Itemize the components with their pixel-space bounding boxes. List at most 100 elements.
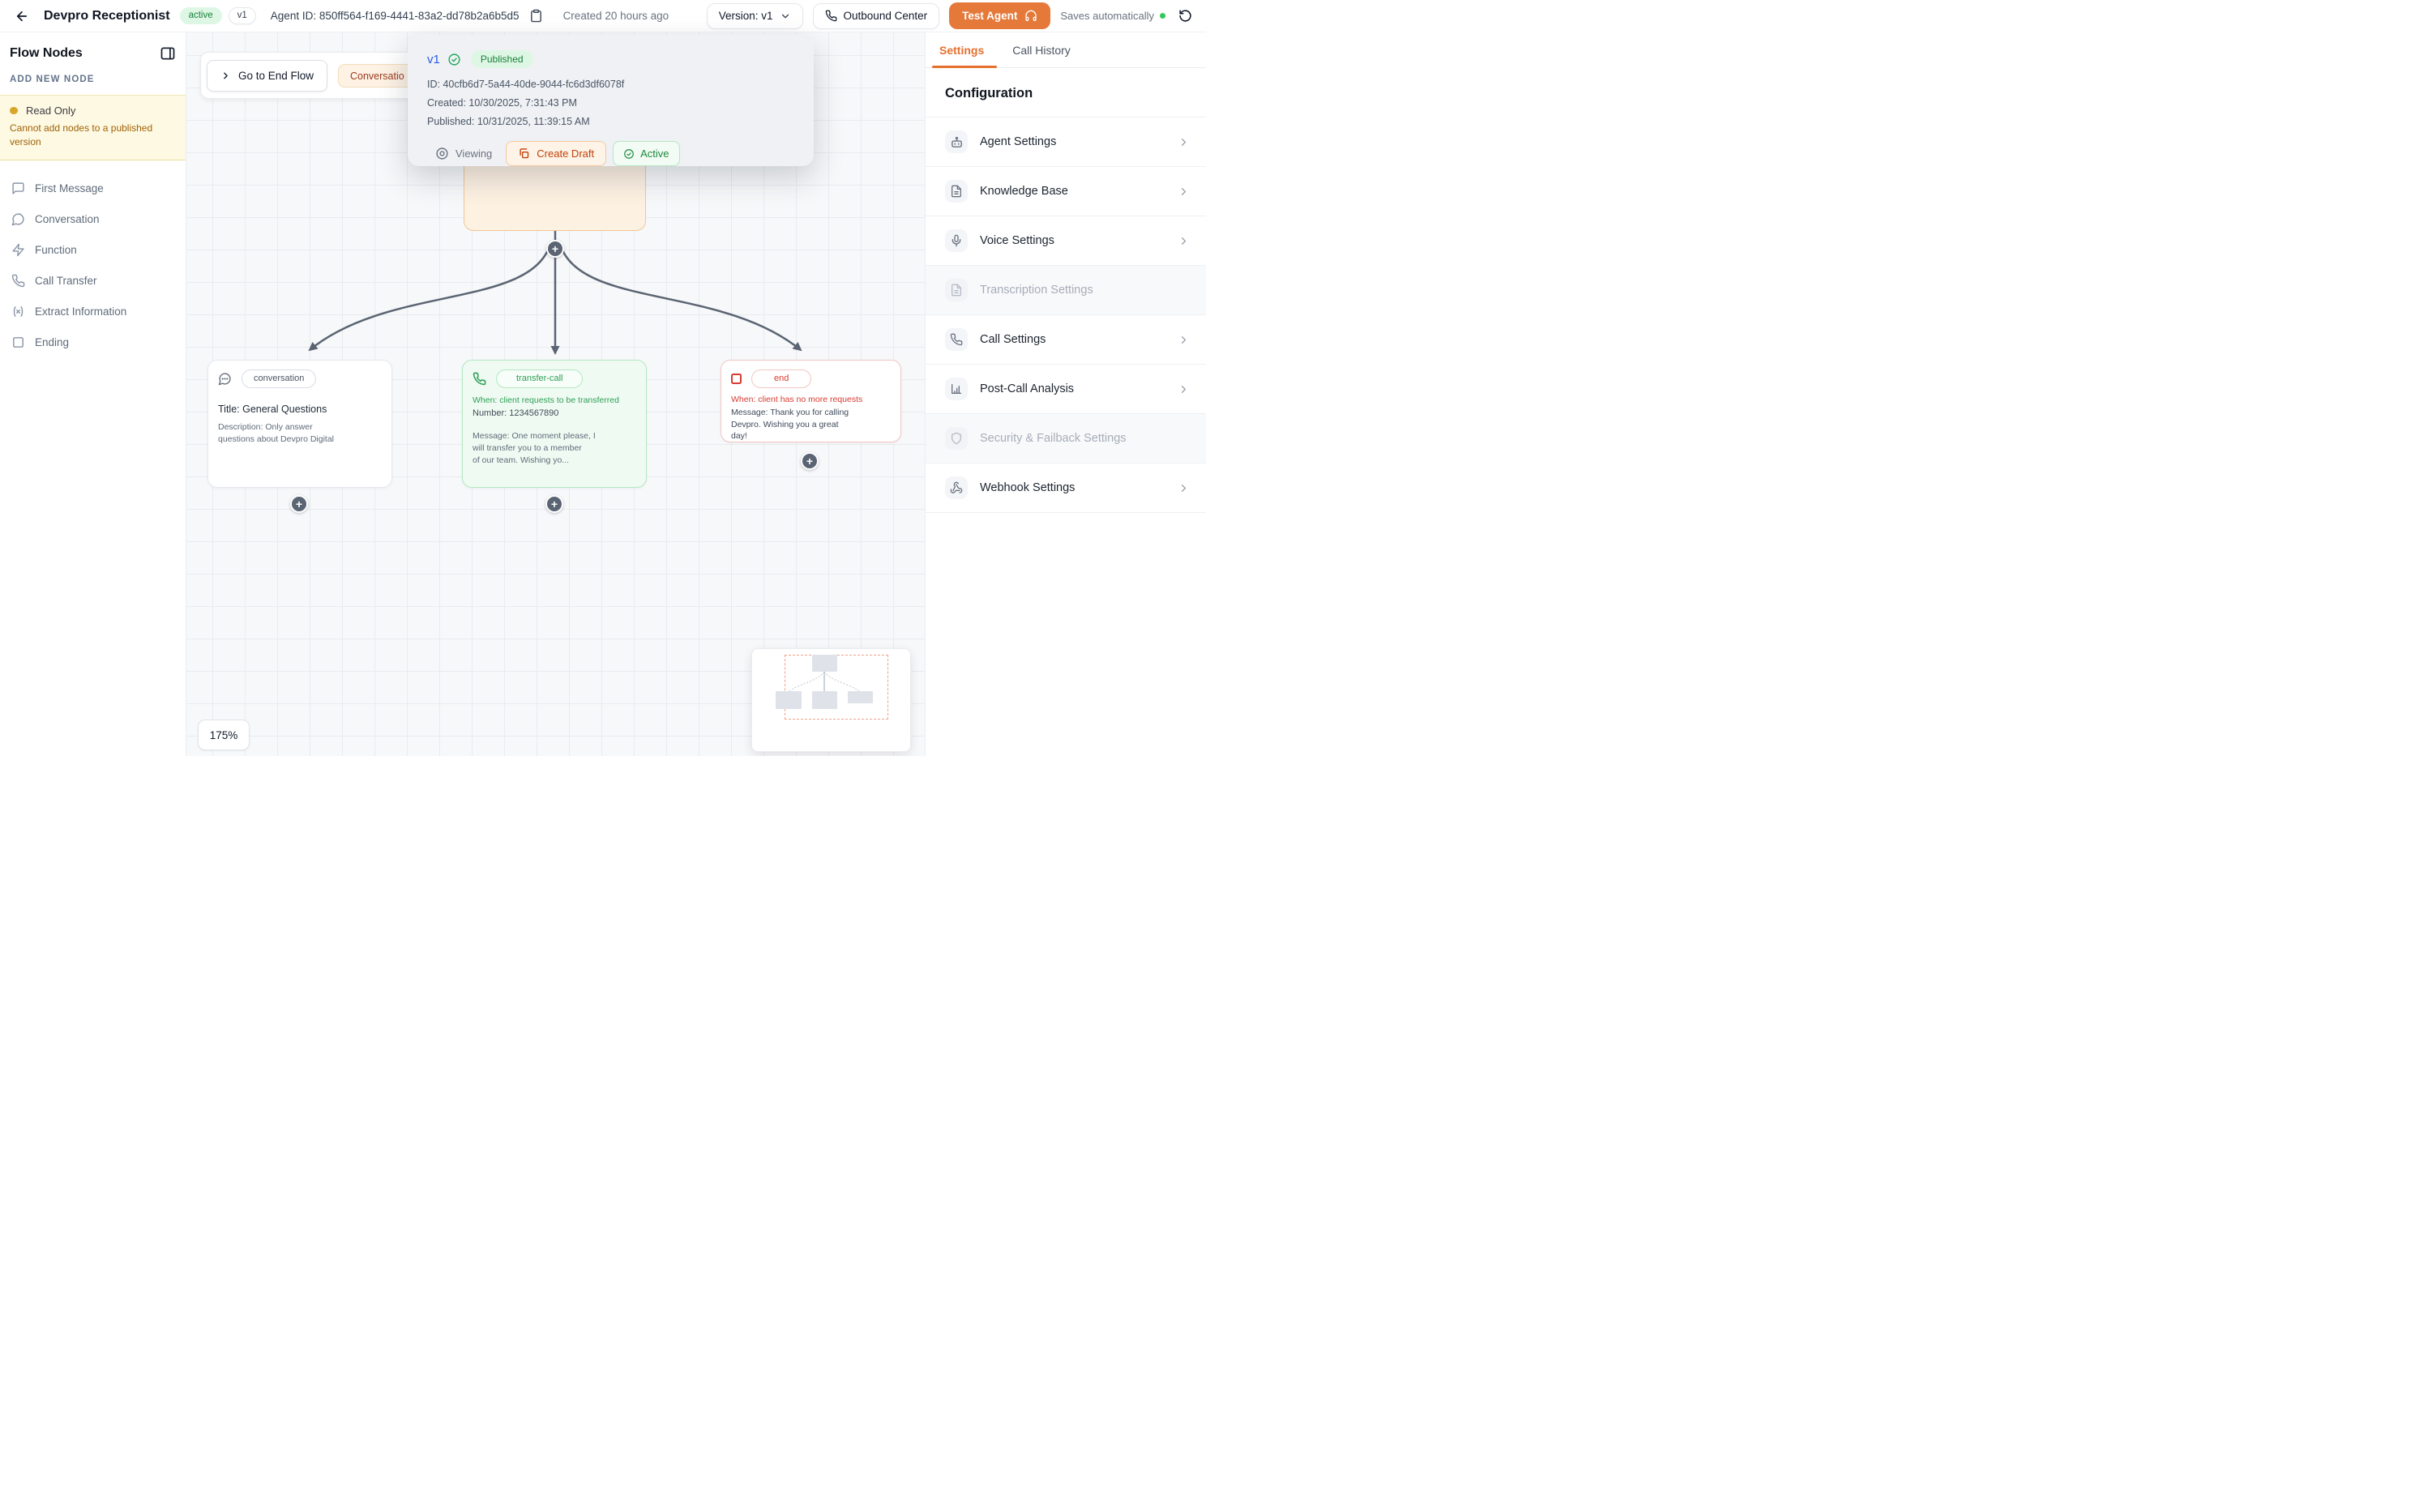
- chevron-right-icon: [1181, 187, 1187, 195]
- transfer-call-node[interactable]: transfer-call When: client requests to b…: [462, 360, 647, 488]
- flow-nodes-header: Flow Nodes: [0, 32, 186, 62]
- viewing-label: Viewing: [455, 147, 493, 160]
- chevron-down-icon: [781, 14, 789, 18]
- end-node[interactable]: end When: client has no more requests Me…: [721, 360, 901, 442]
- autosave-label: Saves automatically: [1060, 10, 1154, 22]
- created-ago-text: Created 20 hours ago: [562, 10, 669, 22]
- outbound-center-button[interactable]: Outbound Center: [812, 2, 940, 29]
- add-node-button[interactable]: +: [546, 240, 564, 258]
- headphones-icon: [1025, 10, 1037, 21]
- microphone-icon: [952, 234, 961, 247]
- bar-chart-icon: [952, 384, 961, 394]
- settings-item-agent-settings[interactable]: Agent Settings: [926, 117, 1206, 167]
- settings-tabs: Settings Call History: [926, 32, 1206, 68]
- version-badge: v1: [228, 6, 256, 25]
- history-button[interactable]: [1175, 6, 1195, 26]
- settings-item-knowledge-base[interactable]: Knowledge Base: [926, 167, 1206, 216]
- node-message: Message: One moment please, I will trans…: [473, 431, 596, 466]
- rotate-ccw-icon: [1178, 10, 1191, 22]
- settings-item-transcription-settings: Transcription Settings: [926, 266, 1206, 315]
- panel-right-icon: [160, 47, 175, 60]
- configuration-list: Agent Settings Knowledge Base Voice Sett…: [926, 117, 1206, 513]
- node-type-first-message[interactable]: First Message: [0, 173, 186, 204]
- node-type-conversation[interactable]: Conversation: [0, 204, 186, 235]
- create-draft-label: Create Draft: [537, 147, 595, 160]
- status-badge: active: [179, 6, 222, 25]
- add-node-button[interactable]: +: [801, 452, 819, 470]
- add-node-button[interactable]: +: [545, 495, 563, 513]
- popover-created-line: Created: 10/30/2025, 7:31:43 PM: [427, 97, 577, 109]
- version-dropdown-label: Version: v1: [718, 10, 773, 22]
- settings-panel: Settings Call History Configuration Agen…: [925, 32, 1206, 756]
- canvas-toolbar: Go to End Flow Conversatio: [200, 52, 437, 99]
- phone-icon: [11, 274, 25, 288]
- header-right: Version: v1 Outbound Center Test Agent S…: [706, 2, 1195, 29]
- tab-call-history[interactable]: Call History: [1012, 43, 1071, 57]
- conversation-tab[interactable]: Conversatio: [338, 64, 417, 88]
- outbound-center-label: Outbound Center: [843, 10, 928, 22]
- chevron-right-icon: [224, 72, 228, 79]
- agent-flow-app: Devpro Receptionist active v1 Agent ID: …: [0, 0, 1206, 756]
- node-type-pill: transfer-call: [496, 369, 584, 388]
- collapse-panel-button[interactable]: [160, 45, 176, 62]
- test-agent-label: Test Agent: [962, 10, 1018, 22]
- minimap-node: [776, 691, 802, 709]
- minimap-node: [812, 691, 837, 709]
- version-dropdown[interactable]: Version: v1: [706, 2, 803, 29]
- conversation-node[interactable]: conversation Title: General Questions De…: [207, 360, 392, 488]
- settings-item-label: Knowledge Base: [980, 185, 1068, 198]
- clipboard-icon: [531, 9, 541, 23]
- chevron-right-icon: [1181, 335, 1187, 344]
- message-circle-dots-icon: [218, 373, 231, 386]
- chevron-right-icon: [1181, 138, 1187, 146]
- minimap-node: [848, 691, 873, 703]
- settings-item-label: Post-Call Analysis: [980, 382, 1075, 395]
- readonly-notice: Read Only Cannot add nodes to a publishe…: [0, 95, 186, 160]
- square-icon: [13, 337, 24, 348]
- webhook-icon: [950, 481, 963, 493]
- create-draft-button[interactable]: Create Draft: [506, 141, 607, 166]
- readonly-title: Read Only: [26, 105, 76, 117]
- version-popover: v1 Published ID: 40cfb6d7-5a44-40de-9044…: [408, 35, 814, 166]
- go-to-end-flow-button[interactable]: Go to End Flow: [207, 60, 328, 92]
- active-button[interactable]: Active: [613, 141, 680, 166]
- shield-icon: [952, 432, 961, 445]
- settings-item-label: Webhook Settings: [980, 481, 1076, 494]
- settings-item-label: Voice Settings: [980, 234, 1054, 247]
- flow-nodes-title: Flow Nodes: [10, 46, 83, 60]
- node-description: Description: Only answer questions about…: [218, 422, 335, 445]
- agent-id-text: Agent ID: 850ff564-f169-4441-83a2-dd78b2…: [270, 10, 520, 22]
- add-node-button[interactable]: +: [290, 495, 308, 513]
- node-type-label: Call Transfer: [35, 275, 97, 288]
- phone-icon: [825, 10, 836, 22]
- node-type-pill: conversation: [242, 369, 317, 388]
- go-to-end-flow-label: Go to End Flow: [238, 70, 314, 82]
- node-type-call-transfer[interactable]: Call Transfer: [0, 266, 186, 297]
- node-type-pill: end: [751, 369, 812, 388]
- readonly-note: Cannot add nodes to a published version: [10, 122, 153, 148]
- first-message-node[interactable]: [464, 154, 646, 231]
- copy-agent-id-button[interactable]: [528, 7, 545, 25]
- node-type-label: Ending: [35, 336, 70, 349]
- message-circle-icon: [11, 213, 24, 226]
- settings-item-voice-settings[interactable]: Voice Settings: [926, 216, 1206, 266]
- node-type-ending[interactable]: Ending: [0, 327, 186, 358]
- test-agent-button[interactable]: Test Agent: [949, 2, 1051, 29]
- minimap[interactable]: [751, 648, 911, 752]
- tab-settings[interactable]: Settings: [939, 43, 985, 57]
- zoom-level-indicator[interactable]: 175%: [198, 720, 250, 750]
- conversation-tab-label: Conversatio: [350, 70, 404, 82]
- add-new-node-label: ADD NEW NODE: [10, 75, 95, 84]
- node-when: When: client requests to be transferred: [473, 395, 619, 405]
- settings-item-label: Call Settings: [980, 333, 1046, 346]
- message-square-icon: [12, 182, 24, 194]
- settings-item-call-settings[interactable]: Call Settings: [926, 315, 1206, 365]
- configuration-heading: Configuration: [945, 86, 1033, 100]
- node-type-function[interactable]: Function: [0, 235, 186, 266]
- node-type-extract-information[interactable]: Extract Information: [0, 297, 186, 327]
- settings-item-webhook-settings[interactable]: Webhook Settings: [926, 463, 1206, 513]
- settings-item-security-failback: Security & Failback Settings: [926, 414, 1206, 463]
- back-button[interactable]: [11, 6, 32, 27]
- zap-icon: [12, 243, 24, 257]
- settings-item-post-call-analysis[interactable]: Post-Call Analysis: [926, 365, 1206, 414]
